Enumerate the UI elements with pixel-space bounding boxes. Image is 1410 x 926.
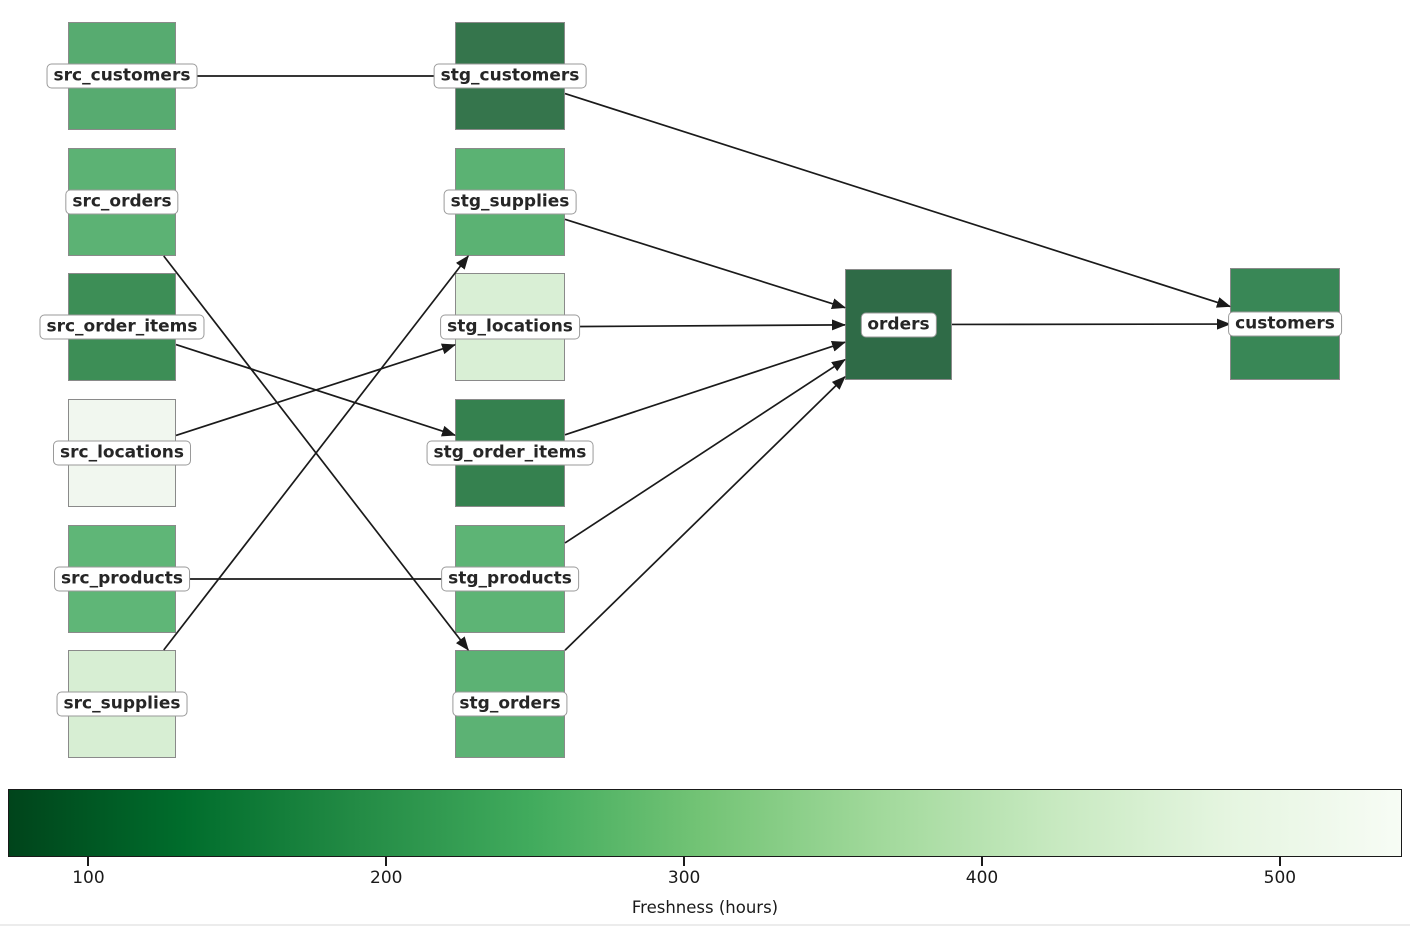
node-src_products-label: src_products <box>54 566 190 592</box>
colorbar-tick-mark-500 <box>1278 857 1281 866</box>
colorbar-tick-mark-100 <box>87 857 90 866</box>
colorbar-tick-label-500: 500 <box>1263 868 1297 888</box>
edge-stg_supplies-to-orders <box>564 218 846 309</box>
node-stg_customers-label: stg_customers <box>433 63 587 89</box>
colorbar-tick-mark-200 <box>385 857 388 866</box>
edge-stg_orders-to-orders <box>564 376 846 651</box>
node-src_orders-label: src_orders <box>65 189 179 215</box>
node-stg_supplies-label: stg_supplies <box>443 189 577 215</box>
node-customers-label: customers <box>1228 311 1342 337</box>
node-src_supplies-label: src_supplies <box>56 691 188 717</box>
edge-src_supplies-to-stg_supplies <box>163 255 469 651</box>
node-stg_locations-label: stg_locations <box>440 314 580 340</box>
edge-src_locations-to-stg_locations <box>175 343 456 437</box>
colorbar-tick-mark-400 <box>981 857 983 866</box>
colorbar-axis-label: Freshness (hours) <box>631 898 779 917</box>
colorbar-tick-mark-300 <box>683 857 686 866</box>
edge-src_orders-to-stg_orders <box>163 255 469 651</box>
edge-stg_products-to-orders <box>564 358 846 544</box>
node-stg_orders-label: stg_orders <box>452 691 568 717</box>
colorbar-tick-label-200: 200 <box>370 868 403 888</box>
node-orders-label: orders <box>860 312 937 337</box>
colorbar-tick-label-300: 300 <box>667 868 701 888</box>
colorbar-tick-label-100: 100 <box>72 868 105 888</box>
node-src_customers-label: src_customers <box>46 63 198 89</box>
edge-src_order_items-to-stg_order_items <box>175 343 456 437</box>
node-src_order_items-label: src_order_items <box>39 314 205 340</box>
edge-stg_order_items-to-orders <box>564 341 846 436</box>
node-stg_products-label: stg_products <box>441 566 579 592</box>
edge-stg_locations-to-orders <box>564 319 846 331</box>
colorbar-tick-label-400: 400 <box>965 868 999 888</box>
node-stg_order_items-label: stg_order_items <box>426 440 594 466</box>
colorbar-gradient <box>8 789 1402 857</box>
figure-bottom-edge <box>0 924 1410 926</box>
node-src_locations-label: src_locations <box>53 440 191 466</box>
